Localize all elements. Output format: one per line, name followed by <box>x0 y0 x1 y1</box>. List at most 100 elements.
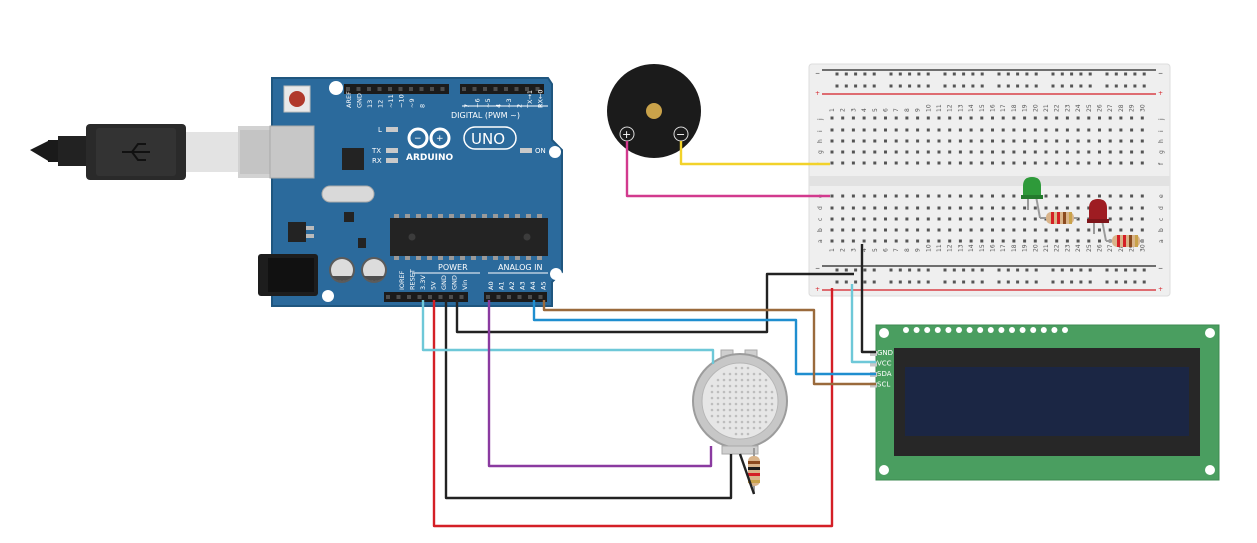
breadboard-column-number: 16 <box>990 244 997 252</box>
arduino-brand-text: ARDUINO <box>406 153 454 163</box>
breadboard-column-number: 13 <box>957 244 964 252</box>
breadboard-row-letter: a <box>817 239 824 243</box>
digital-pin-label: 13 <box>366 100 374 108</box>
breadboard-column-number: 29 <box>1129 244 1136 252</box>
breadboard-row-letter: h <box>1158 139 1165 143</box>
breadboard-column-number: 4 <box>861 108 868 112</box>
wire-red-5v[interactable] <box>432 288 834 528</box>
analog-pin-label: A4 <box>529 281 537 290</box>
wire-black-gnd-sensor[interactable] <box>444 300 733 500</box>
wire-pink-buzzer-plus[interactable] <box>625 141 830 198</box>
digital-pin-label: AREF <box>345 91 353 108</box>
rail-minus-label: − <box>1158 70 1163 77</box>
breadboard-column-number: 6 <box>883 108 890 112</box>
analog-pin-label: A3 <box>519 281 527 290</box>
rail-plus-label: + <box>1158 90 1163 97</box>
breadboard-column-number: 14 <box>968 104 975 112</box>
arduino-infinity-logo <box>407 127 451 149</box>
breadboard-column-number: 9 <box>915 108 922 112</box>
breadboard-column-number: 5 <box>872 248 879 252</box>
capacitor <box>329 257 355 283</box>
breadboard-column-number: 27 <box>1107 244 1114 252</box>
breadboard-column-number: 12 <box>947 244 954 252</box>
pin-header <box>460 84 544 94</box>
breadboard-column-number: 25 <box>1086 104 1093 112</box>
rail-plus-label: + <box>815 286 820 293</box>
digital-pin-label: ~10 <box>398 94 406 108</box>
lcd-screen <box>905 367 1189 436</box>
mounting-hole <box>550 268 562 280</box>
power-pin-label: 3.3V <box>419 275 427 290</box>
buzzer-plus-label: + <box>622 128 631 141</box>
digital-pin-label: 4 <box>495 104 503 108</box>
wire-brown-scl[interactable] <box>542 300 876 386</box>
breadboard-column-number: 14 <box>968 244 975 252</box>
wire-yellow-buzzer-minus[interactable] <box>679 141 830 166</box>
pin-header <box>384 292 468 302</box>
digital-pin-label: 8 <box>419 104 427 108</box>
power-pin-label: 5V <box>430 281 438 290</box>
analog-pin-label: A1 <box>498 281 506 290</box>
breadboard-row-letter: h <box>817 139 824 143</box>
breadboard-column-number: 25 <box>1086 244 1093 252</box>
reset-button[interactable] <box>283 85 311 113</box>
breadboard-column-number: 11 <box>936 244 943 252</box>
pin-header <box>344 84 449 94</box>
breadboard-column-number: 17 <box>1000 244 1007 252</box>
rail-minus-label: − <box>815 70 820 77</box>
breadboard-column-number: 10 <box>925 104 932 112</box>
digital-pin-label: 7 <box>463 104 471 108</box>
lcd-pin-label: SDA <box>877 370 892 378</box>
breadboard-row-letter: c <box>1158 218 1165 221</box>
resistor-green-led <box>1040 212 1078 224</box>
breadboard-column-number: 11 <box>936 104 943 112</box>
led-l-label: L <box>378 126 382 134</box>
mounting-hole <box>549 146 561 158</box>
piezo-buzzer[interactable]: + − <box>607 64 701 158</box>
usb-icon <box>122 143 150 161</box>
resistor-red-led <box>1106 235 1144 247</box>
wire-cyan-3v3-sensor[interactable] <box>421 300 715 364</box>
digital-pin-label: GND <box>356 93 364 108</box>
wire-black-sensor-resistor[interactable] <box>738 453 756 495</box>
breadboard-column-number: 5 <box>872 108 879 112</box>
breadboard-column-number: 10 <box>925 244 932 252</box>
breadboard-row-letter: d <box>817 206 824 210</box>
led-tx-label: TX <box>371 147 381 155</box>
rail-minus-label: − <box>815 265 820 272</box>
breadboard[interactable]: 1122334455667788991010111112121313141415… <box>808 63 1171 297</box>
wire-black-gnd-breadboard[interactable] <box>455 272 854 334</box>
breadboard-column-number: 20 <box>1032 244 1039 252</box>
breadboard-column-number: 28 <box>1118 104 1125 112</box>
digital-pin-label: ~11 <box>387 94 395 108</box>
breadboard-column-number: 19 <box>1022 104 1029 112</box>
crystal-oscillator <box>321 185 375 203</box>
usb-cable[interactable] <box>30 124 298 180</box>
breadboard-column-number: 21 <box>1043 104 1050 112</box>
red-led[interactable] <box>1087 199 1109 242</box>
breadboard-column-number: 23 <box>1064 244 1071 252</box>
digital-pwm-label: DIGITAL (PWM ~) <box>451 111 520 120</box>
breadboard-column-number: 26 <box>1097 104 1104 112</box>
breadboard-row-letter: c <box>817 218 824 221</box>
arduino-uno-board[interactable]: L TX RX ON − + ARDUINO UNO DIGITAL (PWM … <box>258 77 563 307</box>
analog-pin-label: A0 <box>487 281 495 290</box>
wire-cyan-lcd-vcc[interactable] <box>850 284 876 364</box>
breadboard-row-letter: j <box>817 118 824 121</box>
breadboard-row-letter: g <box>817 150 824 154</box>
green-led[interactable] <box>1021 177 1043 219</box>
breadboard-column-number: 23 <box>1064 104 1071 112</box>
breadboard-row-letter: b <box>1158 228 1165 232</box>
lcd-pin-label: GND <box>877 349 893 357</box>
lcd-pin-label: SCL <box>877 381 890 389</box>
wire-blue-sda[interactable] <box>532 300 876 376</box>
gas-sensor[interactable] <box>692 349 788 455</box>
digital-pin-label: ~6 <box>474 98 482 108</box>
wire-purple-a0[interactable] <box>487 300 713 468</box>
breadboard-column-number: 15 <box>979 244 986 252</box>
svg-text:−: − <box>414 134 422 144</box>
breadboard-row-letter: i <box>817 130 824 132</box>
wire-black-lcd-gnd[interactable] <box>860 244 876 354</box>
